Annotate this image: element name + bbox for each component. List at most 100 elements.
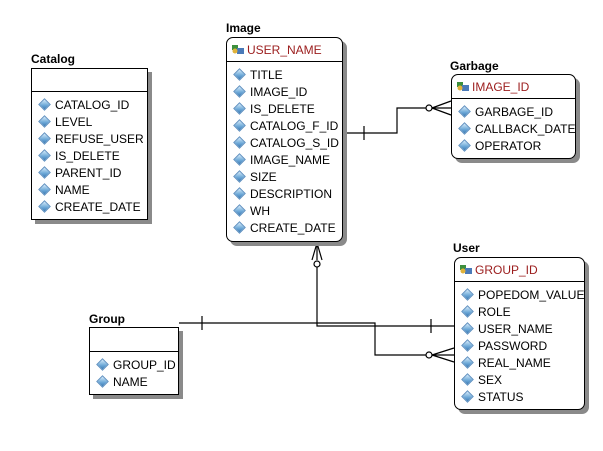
attribute-label: SEX: [478, 372, 503, 387]
attribute-row: CATALOG_ID: [32, 96, 147, 113]
attribute-label: REAL_NAME: [478, 355, 551, 370]
key-icon: [232, 44, 245, 55]
attribute-label: PARENT_ID: [55, 165, 122, 180]
attribute-label: IS_DELETE: [55, 148, 120, 163]
attribute-row: WH: [227, 202, 342, 219]
attribute-label: LEVEL: [55, 114, 93, 129]
attribute-icon: [233, 170, 246, 183]
attribute-icon: [233, 85, 246, 98]
attribute-row: IS_DELETE: [227, 100, 342, 117]
attribute-icon: [461, 373, 474, 386]
attribute-label: OPERATOR: [475, 138, 542, 153]
attribute-label: CATALOG_S_ID: [250, 135, 339, 150]
attribute-label: GARBAGE_ID: [475, 104, 554, 119]
crowfoot-lower: [431, 107, 452, 116]
zero-marker: [425, 104, 433, 112]
relationship-group-user: [179, 316, 455, 363]
attribute-row: REFUSE_USER: [32, 130, 147, 147]
attribute-list: GARBAGE_ID CALLBACK_DATE OPERATOR: [452, 99, 575, 154]
attribute-row: IS_DELETE: [32, 147, 147, 164]
attribute-icon: [96, 358, 109, 371]
attribute-row: USER_NAME: [455, 320, 584, 337]
attribute-label: TITLE: [250, 67, 283, 82]
entity-title-group: Group: [89, 312, 125, 326]
attribute-row: CATALOG_F_ID: [227, 117, 342, 134]
attribute-icon: [38, 166, 51, 179]
attribute-label: PASSWORD: [478, 338, 548, 353]
entity-title-image: Image: [226, 21, 261, 35]
attribute-label: IMAGE_NAME: [250, 152, 331, 167]
entity-catalog[interactable]: CATALOG_ID LEVEL REFUSE_USER IS_DELETE PAREN…: [31, 68, 148, 220]
attribute-row: OPERATOR: [452, 137, 575, 154]
attribute-label: CATALOG_ID: [55, 97, 130, 112]
attribute-label: IMAGE_ID: [250, 84, 308, 99]
attribute-row: PASSWORD: [455, 337, 584, 354]
attribute-row: ROLE: [455, 303, 584, 320]
attribute-row: SEX: [455, 371, 584, 388]
entity-garbage[interactable]: IMAGE_ID GARBAGE_ID CALLBACK_DATE OPERATOR: [451, 74, 576, 159]
attribute-list: POPEDOM_VALUE ROLE USER_NAME PASSWORD REAL_N…: [455, 282, 584, 405]
crowfoot-upper: [431, 100, 452, 109]
attribute-label: WH: [250, 203, 270, 218]
attribute-icon: [233, 136, 246, 149]
attribute-label: USER_NAME: [478, 321, 553, 336]
entity-title-catalog: Catalog: [31, 52, 76, 66]
attribute-icon: [38, 132, 51, 145]
attribute-row: GROUP_ID: [90, 356, 178, 373]
attribute-row: POPEDOM_VALUE: [455, 286, 584, 303]
attribute-icon: [461, 305, 474, 318]
attribute-row: PARENT_ID: [32, 164, 147, 181]
attribute-row: IMAGE_NAME: [227, 151, 342, 168]
relationship-user-image: [311, 242, 454, 333]
attribute-row: CALLBACK_DATE: [452, 120, 575, 137]
attribute-icon: [461, 390, 474, 403]
attribute-row: LEVEL: [32, 113, 147, 130]
primary-key-label: IMAGE_ID: [472, 79, 530, 94]
attribute-row: CATALOG_S_ID: [227, 134, 342, 151]
key-icon: [457, 81, 470, 92]
entity-user[interactable]: GROUP_ID POPEDOM_VALUE ROLE USER_NAME PASSW…: [454, 257, 585, 410]
attribute-row: SIZE: [227, 168, 342, 185]
attribute-row: DESCRIPTION: [227, 185, 342, 202]
zero-marker: [313, 260, 321, 268]
primary-key-section: IMAGE_ID: [452, 75, 575, 99]
attribute-icon: [38, 115, 51, 128]
attribute-icon: [233, 102, 246, 115]
relationship-image-garbage: [343, 100, 452, 140]
attribute-icon: [38, 98, 51, 111]
attribute-row: TITLE: [227, 66, 342, 83]
key-icon: [460, 264, 473, 275]
primary-key-section: USER_NAME: [227, 38, 342, 62]
attribute-row: CREATE_DATE: [227, 219, 342, 236]
primary-key-section: [32, 69, 147, 92]
attribute-icon: [38, 200, 51, 213]
attribute-row: NAME: [32, 181, 147, 198]
attribute-icon: [461, 288, 474, 301]
attribute-row: IMAGE_ID: [227, 83, 342, 100]
attribute-icon: [233, 221, 246, 234]
attribute-icon: [458, 139, 471, 152]
attribute-label: NAME: [55, 182, 90, 197]
attribute-icon: [461, 322, 474, 335]
primary-key-section: GROUP_ID: [455, 258, 584, 282]
attribute-label: CALLBACK_DATE: [475, 121, 576, 136]
zero-marker: [425, 351, 433, 359]
attribute-label: REFUSE_USER: [55, 131, 144, 146]
attribute-icon: [233, 68, 246, 81]
attribute-icon: [233, 153, 246, 166]
attribute-icon: [38, 183, 51, 196]
attribute-icon: [458, 122, 471, 135]
attribute-row: GARBAGE_ID: [452, 103, 575, 120]
attribute-icon: [38, 149, 51, 162]
attribute-label: ROLE: [478, 304, 511, 319]
attribute-label: POPEDOM_VALUE: [478, 287, 585, 302]
attribute-row: STATUS: [455, 388, 584, 405]
attribute-label: SIZE: [250, 169, 277, 184]
attribute-label: CREATE_DATE: [250, 220, 336, 235]
attribute-label: DESCRIPTION: [250, 186, 333, 201]
